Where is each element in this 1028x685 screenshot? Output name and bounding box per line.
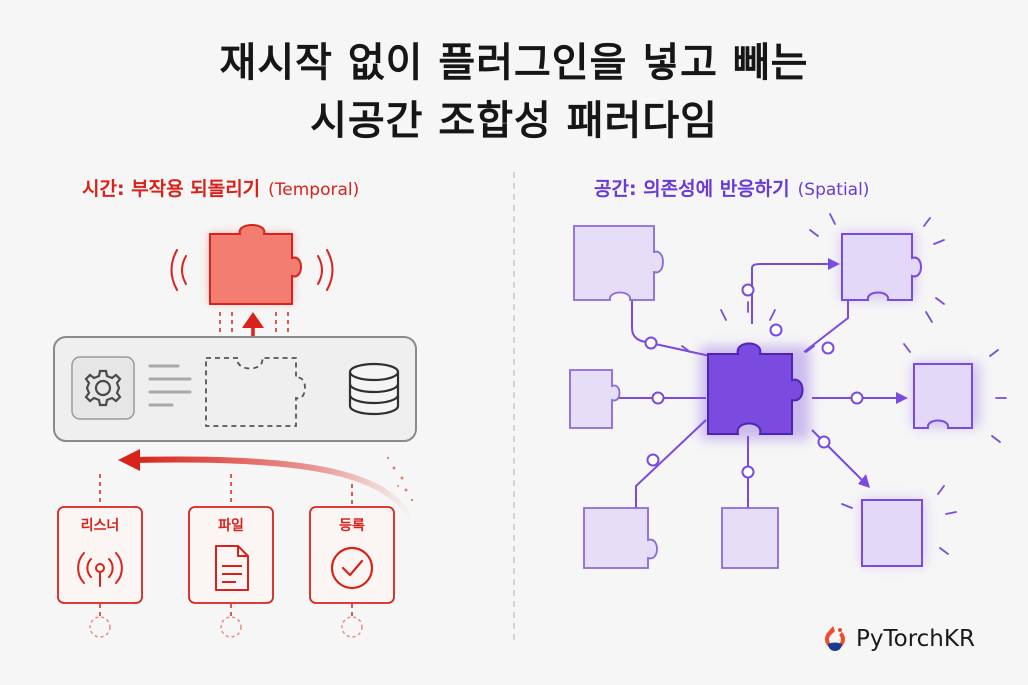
peer-plugin-bottom-left-puzzle-icon[interactable] [583,507,658,569]
temporal-heading-en: (Temporal) [268,180,360,200]
dependent-plugin-bottom-right-puzzle-icon[interactable] [860,498,926,567]
dependency-ports [644,283,864,479]
host-container [53,336,417,442]
resource-label-file: 파일 [218,518,244,534]
spatial-heading-text: 공간: 의존성에 반응하기 [594,178,790,200]
database-icon [348,362,400,416]
title-line-2: 시공간 조합성 패러다임 [310,98,718,144]
resource-connectors [99,474,353,618]
peer-plugin-bottom-mid-puzzle-icon[interactable] [721,507,779,569]
dependent-plugin-mid-right-puzzle-icon[interactable] [912,362,980,429]
temporal-heading: 시간: 부작용 되돌리기 (Temporal) [82,174,359,201]
resource-card-listener[interactable]: 리스너 [57,506,143,604]
resource-card-registration[interactable]: 등록 [309,506,395,604]
resource-label-listener: 리스너 [81,518,120,534]
peer-plugin-top-left-puzzle-icon[interactable] [573,225,664,301]
ejected-plugin-puzzle-icon[interactable] [208,224,302,305]
broadcast-icon [77,552,123,587]
peer-plugin-mid-left-puzzle-icon[interactable] [569,369,621,429]
check-circle-icon [330,546,374,590]
title-line-1: 재시작 없이 플러그인을 넣고 빼는 [219,40,809,86]
core-plugin-puzzle-icon[interactable] [700,342,810,441]
temporal-heading-text: 시간: 부작용 되돌리기 [82,178,261,200]
file-icon [215,545,249,591]
motion-lines [219,312,289,340]
spatial-heading: 공간: 의존성에 반응하기 (Spatial) [594,174,869,201]
resource-label-registration: 등록 [339,518,365,534]
rollback-arrow-icon [118,449,415,523]
empty-plugin-slot-icon [205,357,306,427]
vibration-arcs-icon [170,249,334,291]
gear-icon [84,369,122,407]
dependent-plugin-top-right-puzzle-icon[interactable] [840,232,922,301]
brand-name: PyTorchKR [856,626,975,652]
spatial-heading-en: (Spatial) [797,180,870,200]
brand-logo: PyTorchKR [822,624,975,654]
resource-card-file[interactable]: 파일 [188,506,274,604]
menu-lines-icon [148,364,192,407]
resource-end-circles [89,616,363,638]
dependency-arrowheads [828,258,908,488]
pytorch-flame-icon [825,626,845,651]
